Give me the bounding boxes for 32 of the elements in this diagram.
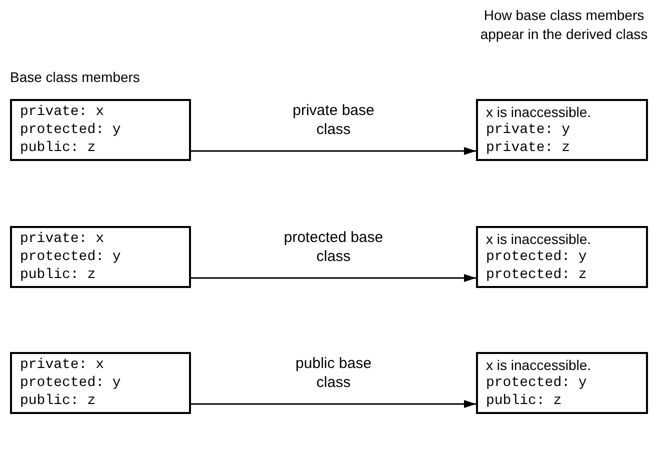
member-text: x is inaccessible.	[486, 103, 592, 121]
class-members-box	[476, 99, 648, 161]
member-text: private: z	[486, 139, 572, 157]
member-text: private: x	[20, 103, 106, 121]
member-text: public: z	[20, 392, 97, 410]
edge-label: private base class	[292, 102, 374, 138]
member-text: x is inaccessible.	[486, 230, 592, 248]
class-members-box	[10, 99, 191, 161]
arrow	[191, 274, 476, 282]
column-heading: How base class members appear in the derived class	[480, 7, 648, 42]
class-members-box	[476, 226, 648, 288]
member-text: private: y	[486, 121, 572, 139]
member-text: protected: y	[20, 121, 122, 139]
member-text: private: x	[20, 230, 106, 248]
member-text: public: z	[486, 392, 563, 410]
class-members-box	[476, 352, 648, 414]
member-text: private: x	[20, 356, 106, 374]
arrow	[191, 147, 476, 155]
member-text: protected: y	[486, 374, 588, 392]
member-text: x is inaccessible.	[486, 356, 592, 374]
class-members-box	[10, 226, 191, 288]
column-heading: Base class members	[10, 69, 140, 85]
edge-label: protected base class	[284, 229, 384, 265]
member-text: protected: y	[486, 248, 588, 266]
member-text: public: z	[20, 266, 97, 284]
member-text: protected: y	[20, 374, 122, 392]
member-text: public: z	[20, 139, 97, 157]
edge-label: public base class	[296, 355, 372, 391]
arrow	[191, 400, 476, 408]
member-text: protected: z	[486, 266, 588, 284]
member-text: protected: y	[20, 248, 122, 266]
class-members-box	[10, 352, 191, 414]
